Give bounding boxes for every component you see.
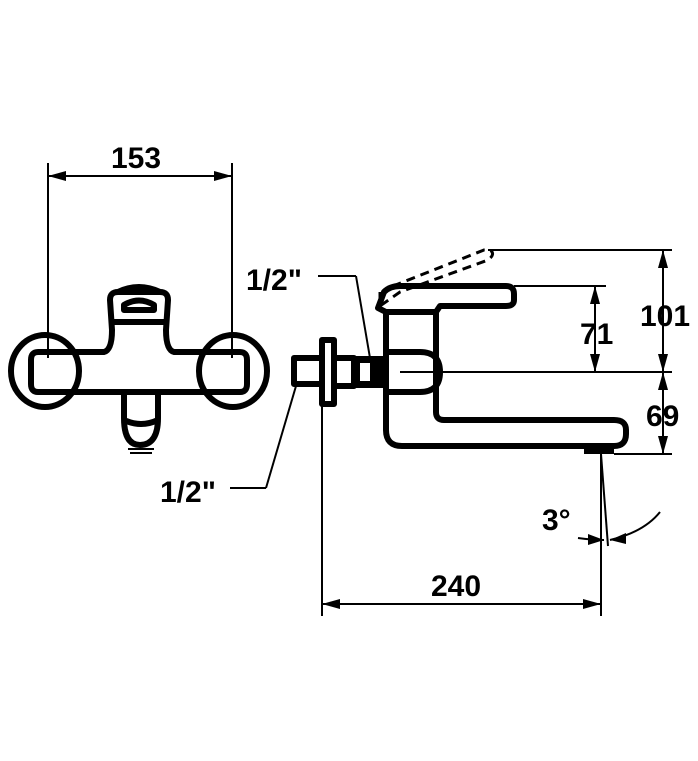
label-total-height: 101 — [640, 300, 690, 333]
angle-line — [600, 453, 609, 547]
arrow-101-bottom — [658, 354, 668, 372]
arrow-left — [48, 171, 66, 181]
arrow-69-top — [658, 372, 668, 390]
label-inlet-bottom: 1/2" — [160, 476, 216, 509]
label-width-front: 153 — [111, 142, 161, 175]
mixer-body — [28, 289, 250, 395]
leader-top-diag — [355, 275, 371, 359]
left-end-cap — [8, 332, 82, 410]
angle-arc-right — [609, 511, 661, 541]
label-angle: 3° — [542, 504, 571, 537]
diverter-ring — [122, 417, 160, 427]
lever-open-dashed — [378, 248, 495, 309]
lever-top — [116, 284, 162, 295]
label-spout-length: 240 — [431, 570, 481, 603]
inlet-stub — [291, 355, 325, 387]
arrow-69-bottom — [658, 436, 668, 454]
side-view: 1/2" 1/2" 71 101 69 3° 240 — [160, 248, 690, 616]
aerator — [584, 446, 614, 454]
label-inlet-top: 1/2" — [246, 264, 302, 297]
arrow-101-top — [658, 250, 668, 268]
arrow-240-right — [583, 599, 601, 609]
hex-nut-highlight — [360, 363, 370, 381]
lever-slot — [121, 297, 157, 313]
arrow-right — [214, 171, 232, 181]
arrow-240-left — [322, 599, 340, 609]
angle-arrow-left — [588, 534, 604, 545]
wall-flange — [319, 337, 337, 407]
leader-bottom-diag — [265, 385, 297, 489]
spout-body — [383, 309, 629, 449]
diverter — [121, 392, 161, 448]
lever-closed — [375, 283, 517, 315]
arrow-71-top — [590, 286, 600, 304]
label-lever-height: 71 — [580, 318, 613, 351]
angle-arrow-right — [610, 533, 626, 544]
front-view: 153 — [8, 142, 270, 454]
connector — [331, 355, 357, 389]
label-spout-height: 69 — [646, 400, 679, 433]
arrow-71-bottom — [590, 354, 600, 372]
